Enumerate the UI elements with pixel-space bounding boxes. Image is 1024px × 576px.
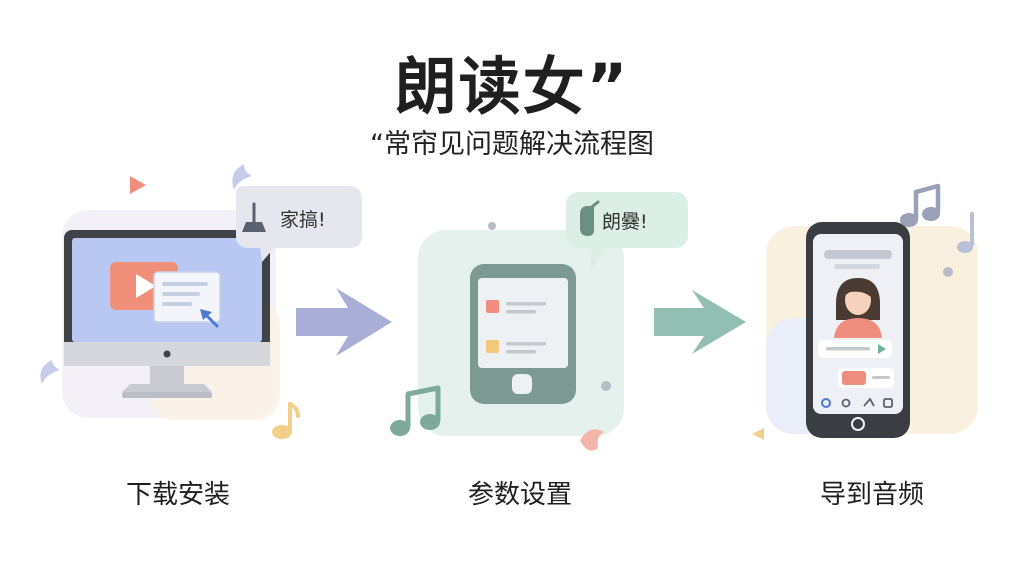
flow-arrow-2 <box>654 290 746 354</box>
page-title: 朗读女” <box>394 50 630 123</box>
step-2-bubble-text: 朗爨! <box>602 211 648 233</box>
step-2-label: 参数设置 <box>467 480 572 510</box>
page-subtitle: “常帘见问题解决流程图 <box>370 129 654 160</box>
music-note-icon <box>390 385 441 436</box>
play-triangle-icon <box>130 176 146 194</box>
step-3-label: 导到音频 <box>819 480 924 510</box>
play-triangle-icon <box>752 428 764 440</box>
tablet-icon <box>470 264 576 404</box>
step-1-label: 下载安装 <box>125 480 230 510</box>
cursor-icon <box>200 309 219 328</box>
step-1-illustration <box>62 210 280 420</box>
music-note-icon <box>272 402 300 439</box>
audio-card <box>838 368 894 388</box>
music-note-icon <box>957 212 974 253</box>
headphone-icon <box>580 429 604 451</box>
hand-icon <box>580 200 600 236</box>
music-note-icon <box>900 183 941 227</box>
dot-decoration <box>943 267 953 277</box>
broom-icon <box>242 202 266 232</box>
step-2-speech-bubble: 朗爨! <box>566 192 688 272</box>
step-2-illustration <box>418 230 624 436</box>
step-3-illustration <box>766 222 978 438</box>
video-player-icon <box>110 262 221 323</box>
step-1-bubble-text: 家搞! <box>280 209 326 231</box>
dot-decoration <box>601 381 611 391</box>
dot-decoration <box>488 222 496 230</box>
flow-arrow-1 <box>296 288 392 356</box>
step-1-speech-bubble: 家搞! <box>236 186 362 262</box>
avatar <box>834 278 882 338</box>
moon-icon <box>232 164 252 190</box>
moon-icon <box>40 360 60 384</box>
message-card <box>818 340 892 358</box>
phone-toolbar <box>821 397 893 408</box>
